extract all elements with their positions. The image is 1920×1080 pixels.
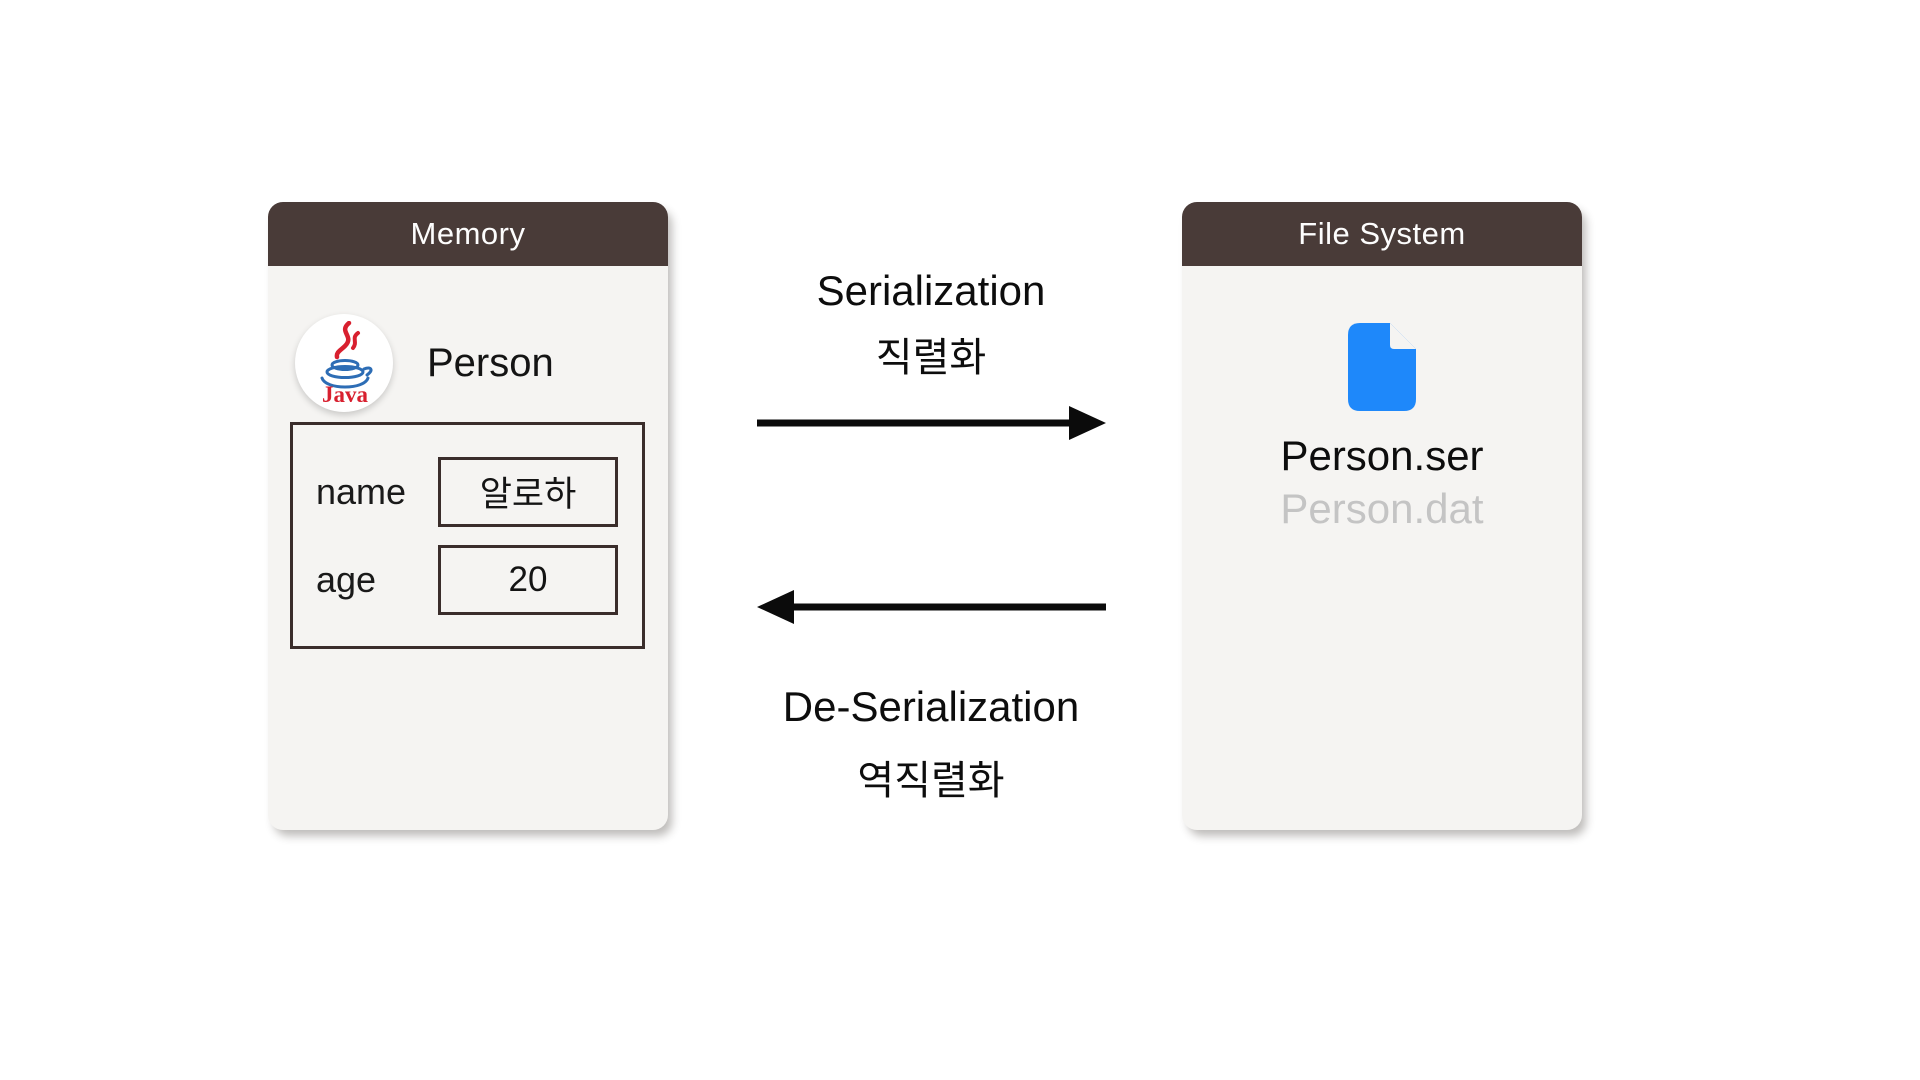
field-label-age: age	[316, 558, 377, 600]
deserialization-label-ko: 역직렬화	[857, 759, 1005, 803]
memory-card-body: Java Person name 알로하 age 20	[268, 266, 668, 830]
field-label-name: name	[316, 470, 407, 512]
filesystem-card-header: File System	[1182, 202, 1582, 266]
serialization-label-en: Serialization	[816, 267, 1046, 314]
file-name-ser: Person.ser	[1280, 432, 1484, 479]
file-icon	[1348, 323, 1416, 411]
deserialization-label-en: De-Serialization	[782, 683, 1080, 730]
memory-card-header: Memory	[268, 202, 668, 266]
person-fields-table: name 알로하 age 20	[290, 422, 645, 649]
java-logo-icon: Java	[295, 314, 393, 412]
serialize-arrow-right-icon	[757, 406, 1106, 440]
field-value-age: 20	[438, 544, 618, 615]
java-logo-graphic: Java	[320, 321, 373, 405]
field-row-name: name 알로하	[316, 456, 642, 527]
filesystem-card-title: File System	[1298, 216, 1466, 251]
serialization-label-ko: 직렬화	[875, 336, 987, 380]
field-value-age-text: 20	[508, 559, 548, 599]
person-object-row: Java Person	[268, 266, 668, 412]
field-row-age: age 20	[316, 544, 642, 615]
svg-text:Java: Java	[322, 382, 369, 405]
field-value-name-text: 알로하	[479, 475, 577, 514]
class-name-label: Person	[427, 340, 554, 385]
filesystem-card: File System Person.ser Person.dat	[1182, 202, 1582, 830]
filesystem-card-body: Person.ser Person.dat	[1182, 266, 1582, 830]
deserialize-arrow-left-icon	[757, 590, 1106, 624]
memory-card: Memory Java Person	[268, 202, 668, 830]
memory-card-title: Memory	[410, 216, 526, 251]
file-name-dat: Person.dat	[1280, 485, 1484, 532]
field-value-name: 알로하	[438, 456, 618, 527]
